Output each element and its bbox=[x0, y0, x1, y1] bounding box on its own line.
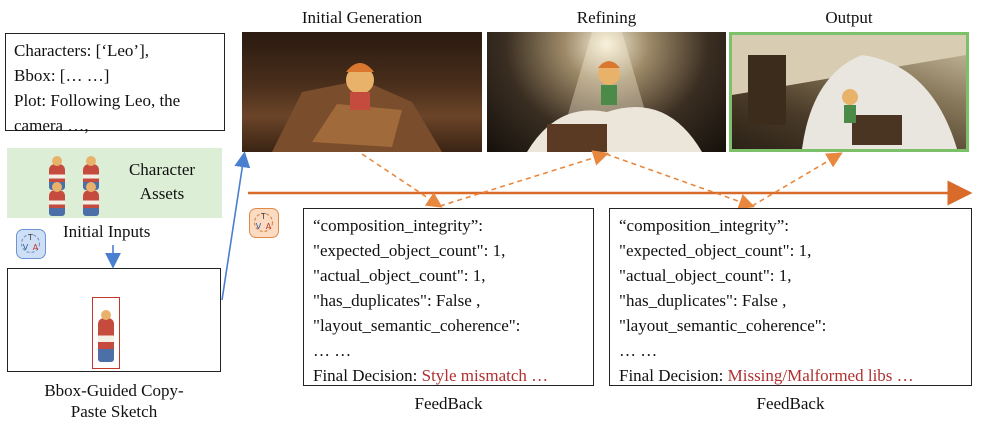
stage-title-initial-generation: Initial Generation bbox=[301, 8, 423, 27]
final-decision-value: Style mismatch … bbox=[421, 366, 549, 385]
svg-text:A: A bbox=[266, 222, 272, 231]
svg-text:V: V bbox=[256, 222, 262, 231]
initial-generation-image bbox=[242, 32, 482, 152]
tva-agent-icon: T V A bbox=[249, 208, 279, 238]
sketch-label: Bbox-Guided Copy- Paste Sketch bbox=[5, 380, 223, 422]
svg-text:A: A bbox=[33, 243, 39, 252]
final-decision-prefix: Final Decision: bbox=[313, 366, 422, 385]
bbox-rectangle bbox=[92, 297, 120, 369]
feedback-line: "expected_object_count": 1, bbox=[619, 241, 812, 260]
character-assets-label: Character Assets bbox=[107, 158, 217, 206]
svg-text:V: V bbox=[23, 243, 29, 252]
sketch-to-generation-arrow bbox=[221, 151, 251, 301]
feedback-line: “composition_integrity”: bbox=[619, 216, 789, 235]
refine-arrow-2 bbox=[751, 152, 843, 207]
feedback-arrow-1 bbox=[361, 153, 443, 208]
svg-text:T: T bbox=[260, 212, 266, 221]
final-decision-prefix: Final Decision: bbox=[619, 366, 728, 385]
inputs-line: Plot: Following Leo, the bbox=[14, 91, 181, 110]
character-sprite-icon bbox=[83, 182, 99, 216]
feedback-label-1: FeedBack bbox=[414, 394, 483, 413]
feedback-line: … … bbox=[313, 341, 352, 360]
tva-agent-icon: T V A bbox=[16, 229, 46, 259]
stage-title-output: Output bbox=[825, 8, 873, 27]
character-assets-panel: Character Assets bbox=[7, 148, 222, 218]
sketch-label-line1: Bbox-Guided Copy- bbox=[44, 381, 184, 400]
final-decision: Final Decision: Missing/Malformed libs … bbox=[619, 363, 962, 388]
sketch-label-line2: Paste Sketch bbox=[70, 402, 158, 421]
feedback-line: "has_duplicates": False , bbox=[619, 291, 787, 310]
character-assets-label-line1: Character bbox=[128, 160, 196, 179]
inputs-line: Characters: [‘Leo’], bbox=[14, 41, 149, 60]
output-image bbox=[729, 32, 969, 152]
feedback-arrow-2 bbox=[605, 153, 756, 210]
character-sprite-icon bbox=[49, 182, 65, 216]
feedback-line: "actual_object_count": 1, bbox=[313, 266, 486, 285]
feedback-box-2: “composition_integrity”: "expected_objec… bbox=[609, 208, 972, 386]
feedback-label-2: FeedBack bbox=[756, 394, 825, 413]
inputs-line: Bbox: [… …] bbox=[14, 66, 110, 85]
final-decision-value: Missing/Malformed libs … bbox=[727, 366, 914, 385]
feedback-line: … … bbox=[619, 341, 658, 360]
feedback-line: "expected_object_count": 1, bbox=[313, 241, 506, 260]
feedback-line: "has_duplicates": False , bbox=[313, 291, 481, 310]
character-assets-label-line2: Assets bbox=[139, 184, 185, 203]
feedback-line: "layout_semantic_coherence": bbox=[313, 316, 521, 335]
refine-arrow-1 bbox=[439, 150, 610, 207]
feedback-box-1: “composition_integrity”: "expected_objec… bbox=[303, 208, 594, 386]
feedback-line: "layout_semantic_coherence": bbox=[619, 316, 827, 335]
initial-inputs-label: Initial Inputs bbox=[63, 222, 151, 241]
character-sprite-icon bbox=[98, 310, 114, 362]
stage-title-refining: Refining bbox=[576, 8, 637, 27]
feedback-line: “composition_integrity”: bbox=[313, 216, 483, 235]
feedback-line: "actual_object_count": 1, bbox=[619, 266, 792, 285]
svg-text:T: T bbox=[27, 233, 33, 242]
final-decision: Final Decision: Style mismatch … bbox=[313, 363, 584, 388]
refining-image bbox=[487, 32, 726, 152]
inputs-line: camera …, bbox=[14, 116, 89, 135]
inputs-box: Characters: [‘Leo’], Bbox: [… …] Plot: F… bbox=[5, 33, 225, 135]
